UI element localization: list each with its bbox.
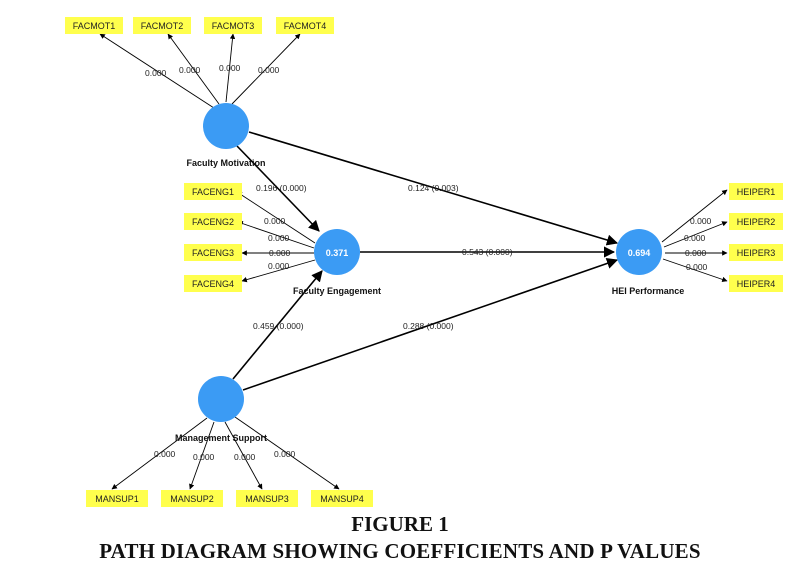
svg-text:MANSUP4: MANSUP4 bbox=[320, 494, 364, 504]
indicator-mansup1: MANSUP1 bbox=[86, 490, 148, 507]
loading-mansup2: 0.000 bbox=[193, 452, 215, 462]
svg-text:FACENG1: FACENG1 bbox=[192, 187, 234, 197]
indicator-facmot1: FACMOT1 bbox=[65, 17, 123, 34]
edge-mansup3 bbox=[224, 421, 263, 490]
figure-title: PATH DIAGRAM SHOWING COEFFICIENTS AND P … bbox=[99, 539, 701, 563]
path-motivation-performance bbox=[248, 131, 619, 246]
svg-text:MANSUP2: MANSUP2 bbox=[170, 494, 214, 504]
edge-facmot4 bbox=[231, 33, 301, 105]
indicator-facmot4: FACMOT4 bbox=[276, 17, 334, 34]
loading-heiper1: 0.000 bbox=[690, 216, 712, 226]
coef-engagement-performance: 0.543 (0.000) bbox=[462, 247, 513, 257]
loading-mansup4: 0.000 bbox=[274, 449, 296, 459]
r-squared-value: 0.371 bbox=[326, 248, 349, 258]
svg-text:HEIPER4: HEIPER4 bbox=[737, 279, 776, 289]
indicator-heiper2: HEIPER2 bbox=[729, 213, 783, 230]
latent-name: Faculty Motivation bbox=[186, 158, 265, 168]
loading-heiper4: 0.000 bbox=[686, 262, 708, 272]
latent-faculty-engagement: 0.371 Faculty Engagement bbox=[293, 229, 381, 296]
edge-mansup2 bbox=[189, 421, 215, 490]
edge-facmot1 bbox=[99, 33, 215, 109]
latent-management-support: Management Support bbox=[175, 376, 267, 443]
edge-facmot2 bbox=[167, 33, 220, 105]
edge-heiper4 bbox=[662, 258, 728, 282]
coef-motivation-engagement: 0.196 (0.000) bbox=[256, 183, 307, 193]
loading-facmot4: 0.000 bbox=[258, 65, 280, 75]
indicator-mansup2: MANSUP2 bbox=[161, 490, 223, 507]
indicator-faceng1: FACENG1 bbox=[184, 183, 242, 200]
svg-text:HEIPER3: HEIPER3 bbox=[737, 248, 776, 258]
indicator-faceng3: FACENG3 bbox=[184, 244, 242, 261]
indicator-faceng2: FACENG2 bbox=[184, 213, 242, 230]
loading-faceng1: 0.000 bbox=[264, 216, 286, 226]
svg-text:FACMOT4: FACMOT4 bbox=[284, 21, 327, 31]
indicator-mansup3: MANSUP3 bbox=[236, 490, 298, 507]
latent-faculty-motivation: Faculty Motivation bbox=[186, 103, 266, 168]
edge-faceng1 bbox=[236, 191, 316, 244]
figure-number: FIGURE 1 bbox=[351, 512, 449, 536]
coef-support-performance: 0.288 (0.000) bbox=[403, 321, 454, 331]
loading-faceng4: 0.000 bbox=[268, 261, 290, 271]
coef-motivation-performance: 0.124 (0.003) bbox=[408, 183, 459, 193]
svg-text:FACMOT3: FACMOT3 bbox=[212, 21, 255, 31]
path-support-engagement bbox=[232, 270, 323, 380]
loading-faceng3: 0.000 bbox=[269, 248, 291, 258]
coef-support-engagement: 0.459 (0.000) bbox=[253, 321, 304, 331]
r-squared-value: 0.694 bbox=[628, 248, 651, 258]
edge-mansup4 bbox=[234, 416, 340, 490]
latent-name: Faculty Engagement bbox=[293, 286, 381, 296]
indicator-facmot2: FACMOT2 bbox=[133, 17, 191, 34]
loading-heiper3: 0.000 bbox=[685, 248, 707, 258]
loading-mansup3: 0.000 bbox=[234, 452, 256, 462]
edge-mansup1 bbox=[111, 417, 208, 490]
svg-text:MANSUP1: MANSUP1 bbox=[95, 494, 139, 504]
loading-facmot3: 0.000 bbox=[219, 63, 241, 73]
edge-heiper2 bbox=[663, 221, 728, 248]
indicator-heiper4: HEIPER4 bbox=[729, 275, 783, 292]
path-motivation-engagement bbox=[236, 145, 320, 232]
loading-facmot1: 0.000 bbox=[145, 68, 167, 78]
indicator-mansup4: MANSUP4 bbox=[311, 490, 373, 507]
edge-faceng2 bbox=[237, 221, 315, 249]
svg-text:FACENG4: FACENG4 bbox=[192, 279, 234, 289]
svg-text:FACENG3: FACENG3 bbox=[192, 248, 234, 258]
path-diagram: FACMOT1 FACMOT2 FACMOT3 FACMOT4 FACENG1 … bbox=[65, 17, 783, 507]
edge-facmot3 bbox=[225, 33, 236, 103]
figure-caption: FIGURE 1 PATH DIAGRAM SHOWING COEFFICIEN… bbox=[0, 512, 800, 566]
loading-heiper2: 0.000 bbox=[684, 233, 706, 243]
path-support-performance bbox=[242, 258, 619, 391]
svg-text:FACMOT2: FACMOT2 bbox=[141, 21, 184, 31]
loading-mansup1: 0.000 bbox=[154, 449, 176, 459]
latent-hei-performance: 0.694 HEI Performance bbox=[612, 229, 685, 296]
svg-text:HEIPER2: HEIPER2 bbox=[737, 217, 776, 227]
svg-text:FACENG2: FACENG2 bbox=[192, 217, 234, 227]
indicator-facmot3: FACMOT3 bbox=[204, 17, 262, 34]
loading-faceng2: 0.000 bbox=[268, 233, 290, 243]
svg-text:FACMOT1: FACMOT1 bbox=[73, 21, 116, 31]
svg-text:HEIPER1: HEIPER1 bbox=[737, 187, 776, 197]
indicator-faceng4: FACENG4 bbox=[184, 275, 242, 292]
edge-faceng4 bbox=[241, 259, 316, 283]
indicator-heiper1: HEIPER1 bbox=[729, 183, 783, 200]
indicator-heiper3: HEIPER3 bbox=[729, 244, 783, 261]
latent-name: Management Support bbox=[175, 433, 267, 443]
loading-facmot2: 0.000 bbox=[179, 65, 201, 75]
latent-name: HEI Performance bbox=[612, 286, 685, 296]
svg-text:MANSUP3: MANSUP3 bbox=[245, 494, 289, 504]
edge-heiper1 bbox=[661, 189, 728, 243]
